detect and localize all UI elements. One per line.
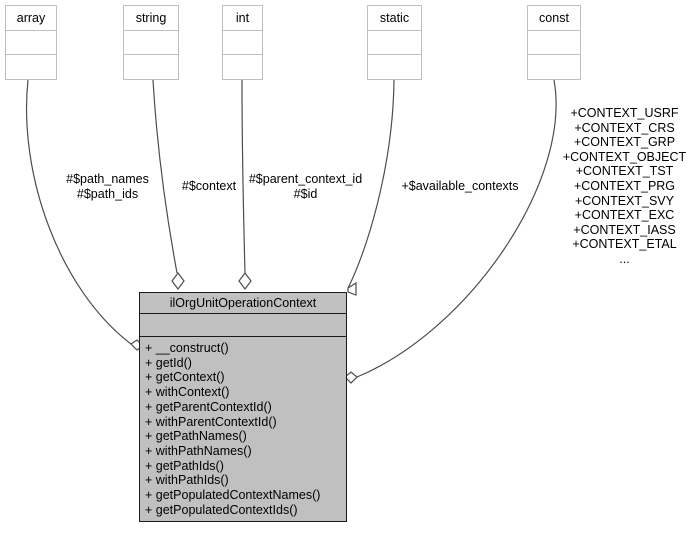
connector-static: [347, 79, 395, 289]
class-operation: + getPopulatedContextIds(): [145, 502, 298, 517]
type-box-title: static: [368, 6, 421, 31]
type-box-attributes: [124, 31, 178, 55]
class-operation: + getPopulatedContextNames(): [145, 488, 321, 503]
type-box-operations: [223, 55, 262, 79]
const-member: +CONTEXT_IASS: [573, 222, 676, 237]
const-member: +CONTEXT_USRF: [570, 106, 679, 120]
const-member-list: +CONTEXT_USRF+CONTEXT_CRS+CONTEXT_GRP+CO…: [559, 106, 690, 267]
const-member: +CONTEXT_TST: [575, 164, 674, 179]
type-box-title: int: [223, 6, 262, 31]
const-member: +CONTEXT_CRS: [574, 120, 675, 135]
const-member: ...: [619, 251, 630, 266]
class-operation: + getContext(): [145, 370, 225, 385]
type-box-const[interactable]: const: [527, 5, 581, 80]
type-box-attributes: [223, 31, 262, 55]
type-box-title: array: [6, 6, 56, 31]
class-operation: + withParentContextId(): [145, 414, 277, 429]
type-box-operations: [528, 55, 580, 79]
const-member: +CONTEXT_ETAL: [572, 237, 677, 252]
connector-const: [356, 79, 557, 378]
diamond-static: [347, 281, 357, 296]
connector-int: [241, 79, 246, 274]
class-operation: + getParentContextId(): [145, 399, 272, 414]
class-operation: + getId(): [145, 355, 192, 370]
class-name: ilOrgUnitOperationContext: [140, 293, 346, 314]
type-box-title: string: [124, 6, 178, 31]
diamond-string: [171, 272, 185, 290]
class-operation: + getPathIds(): [145, 458, 224, 473]
class-operation: + getPathNames(): [145, 429, 247, 444]
type-box-operations: [6, 55, 56, 79]
type-box-attributes: [368, 31, 421, 55]
diamond-int: [238, 272, 252, 290]
type-box-operations: [124, 55, 178, 79]
const-member: +CONTEXT_SVY: [575, 193, 674, 208]
connector-array: [25, 79, 132, 345]
type-box-attributes: [528, 31, 580, 55]
class-box-ilorgunitoperationcontext[interactable]: ilOrgUnitOperationContext + __construct(…: [139, 292, 347, 523]
class-operation: + withPathNames(): [145, 443, 252, 458]
class-operation: + withPathIds(): [145, 473, 229, 488]
type-box-title: const: [528, 6, 580, 31]
class-attributes-compartment: [140, 314, 346, 337]
type-box-attributes: [6, 31, 56, 55]
class-operation: + __construct(): [145, 341, 229, 355]
type-box-static[interactable]: static: [367, 5, 422, 80]
const-member: +CONTEXT_EXC: [574, 208, 675, 223]
class-operations-compartment: + __construct()+ getId()+ getContext()+ …: [140, 337, 346, 521]
class-operation: + withContext(): [145, 385, 230, 400]
connector-string: [152, 79, 178, 274]
type-box-operations: [368, 55, 421, 79]
type-box-array[interactable]: array: [5, 5, 57, 80]
const-member: +CONTEXT_PRG: [573, 178, 676, 193]
const-member: +CONTEXT_OBJECT: [562, 149, 687, 164]
const-member: +CONTEXT_GRP: [573, 135, 676, 150]
type-box-string[interactable]: string: [123, 5, 179, 80]
type-box-int[interactable]: int: [222, 5, 263, 80]
